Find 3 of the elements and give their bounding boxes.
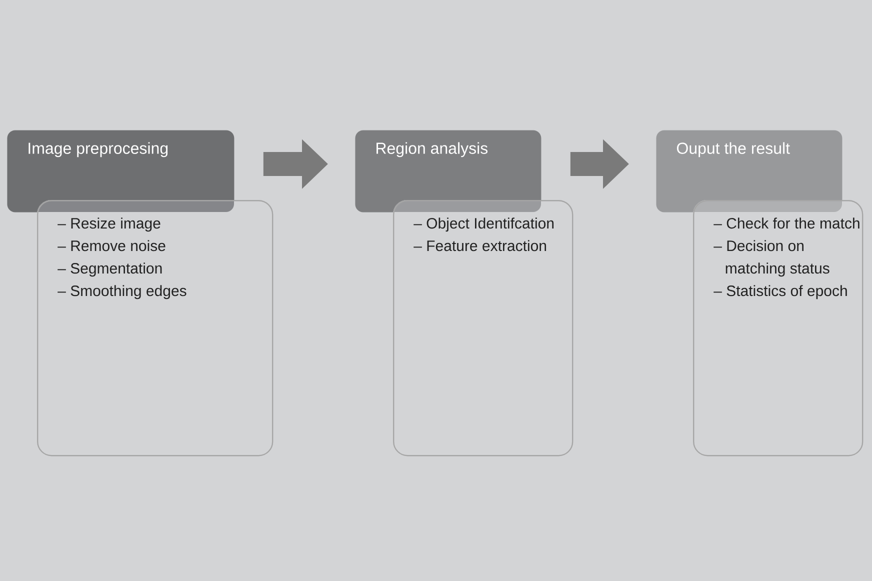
task-list-box: – Object Identifcation – Feature extraction <box>393 200 580 456</box>
task-list-box: – Resize image – Remove noise – Segmentation – Smoothing edges <box>37 200 280 456</box>
task-list-box: – Check for the match – Decision on matching status – Statistics of epoch <box>693 200 870 456</box>
